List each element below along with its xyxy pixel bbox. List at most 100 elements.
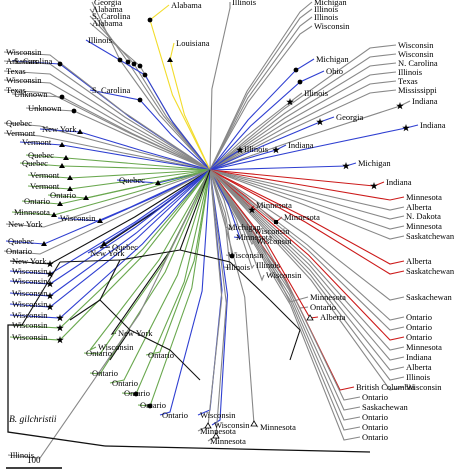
tip-label: Ontario (140, 400, 166, 410)
tip-label: Wisconsin (228, 250, 264, 260)
tip-label: Wisconsin (12, 266, 48, 276)
tip-label: Georgia (336, 112, 363, 122)
tip-label: Indiana (412, 96, 438, 106)
tree-branch (209, 169, 361, 401)
tree-branch (85, 39, 211, 171)
tip-marker (248, 206, 256, 214)
tip-label: Wisconsin (314, 21, 350, 31)
tree-branch (9, 169, 211, 275)
tip-label: Ontario (310, 302, 336, 312)
tip-label: Minnesota (210, 436, 246, 446)
tip-label: Wisconsin (398, 49, 434, 59)
tip-label: Vermont (30, 170, 60, 180)
tip-label: Texas (398, 76, 418, 86)
tree-branch (9, 169, 211, 265)
tip-label: Wisconsin (256, 236, 292, 246)
tip-marker (142, 72, 148, 78)
tip-label: New York (8, 219, 43, 229)
tip-label: Minnesota (256, 200, 292, 210)
tip-marker (46, 292, 54, 300)
tree-branch (209, 169, 405, 201)
tree-branch (209, 169, 231, 269)
tree-branch (83, 169, 211, 355)
tip-marker (51, 212, 57, 217)
tip-label: New York (12, 256, 47, 266)
tip-marker (97, 218, 103, 223)
tip-marker (137, 63, 143, 69)
tree-branch (209, 169, 319, 319)
tip-marker (83, 195, 89, 200)
tip-label: Minnesota (310, 292, 346, 302)
tree-branch (209, 162, 357, 171)
tree-branch (47, 169, 211, 199)
tip-label: Quebec (22, 158, 48, 168)
tree-branch (89, 8, 211, 171)
backbone-branch (269, 299, 301, 331)
tip-label: Saskachewan (406, 292, 453, 302)
tip-marker (342, 162, 350, 170)
tip-label: Wisconsin (12, 288, 48, 298)
tip-label: Wisconsin (254, 226, 290, 236)
tree-branch (209, 71, 397, 171)
tree-branch (197, 169, 223, 432)
tip-label: Illinois (226, 262, 250, 272)
tip-label: New York (42, 124, 77, 134)
tree-branch (209, 169, 405, 211)
tip-label: Unknown (28, 103, 62, 113)
tip-marker (41, 241, 47, 246)
tree-branch (19, 141, 211, 171)
tip-marker (57, 61, 63, 67)
tree-branch (11, 169, 211, 216)
backbone-branch (69, 299, 101, 321)
tip-marker (250, 420, 258, 427)
tip-marker (306, 314, 314, 321)
tip-label: Ontario (50, 190, 76, 200)
tip-marker (67, 175, 73, 180)
tree-branch (19, 162, 211, 171)
tip-label: Ontario (124, 388, 150, 398)
tip-label: Ontario (406, 332, 432, 342)
tip-label: Wisconsin (6, 47, 42, 57)
tree-branch (209, 16, 313, 171)
tip-marker (131, 61, 137, 67)
tree-branch (209, 169, 405, 341)
tip-label: Ontario (362, 392, 388, 402)
tree-branch (27, 169, 211, 179)
tree-branch (209, 169, 405, 230)
tree-branch (3, 89, 211, 171)
tip-label: Wisconsin (12, 310, 48, 320)
tip-label: Ontario (92, 368, 118, 378)
tip-marker (229, 253, 235, 259)
tree-branch (209, 169, 405, 275)
tree-branch (209, 44, 397, 171)
tip-label: Quebec (112, 242, 138, 252)
tree-branch (209, 169, 385, 187)
tree-branch (3, 79, 211, 171)
tree-branch (209, 169, 405, 391)
tree-branch (209, 116, 335, 171)
tree-branch (89, 169, 211, 351)
tip-marker (46, 280, 54, 288)
tree-branch (9, 169, 211, 285)
tip-label: Minnesota (260, 422, 296, 432)
tip-label: Wisconsin (266, 270, 302, 280)
tip-label: Ontario (362, 422, 388, 432)
tree-branches (3, 1, 419, 459)
tip-label: Wisconsin (60, 213, 96, 223)
tree-branch (209, 169, 405, 240)
tree-branch (149, 4, 211, 171)
tree-branch (209, 1, 313, 171)
tip-label: Ontario (6, 246, 32, 256)
tip-label: N. Carolina (398, 58, 438, 68)
outgroup-branch (104, 445, 371, 453)
tip-marker (204, 422, 212, 429)
tip-label: Ontario (406, 312, 432, 322)
tree-branch (5, 169, 211, 228)
tip-label: Minnesota (236, 232, 272, 242)
tip-label: Wisconsin (6, 75, 42, 85)
tip-marker (56, 314, 64, 322)
tip-label: Michigan (358, 158, 391, 168)
tip-label: Ontario (86, 348, 112, 358)
tip-label: Ohio (326, 66, 343, 76)
